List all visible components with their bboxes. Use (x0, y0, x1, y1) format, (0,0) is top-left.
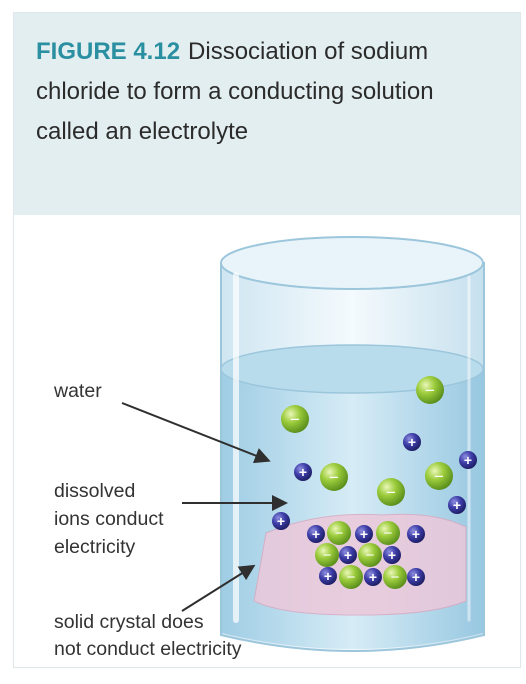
chloride-ion: − (383, 565, 407, 589)
svg-text:−: − (434, 467, 444, 486)
beaker-rim (220, 236, 484, 290)
svg-text:+: + (312, 526, 320, 542)
sodium-ion: + (407, 568, 425, 586)
sodium-ion: + (294, 463, 312, 481)
svg-text:−: − (329, 468, 339, 487)
svg-text:−: − (366, 547, 375, 564)
sodium-ion: + (339, 546, 357, 564)
ions-label-line1: dissolved (54, 480, 136, 502)
sodium-ion: + (448, 496, 466, 514)
crystal-label-line2: not conduct electricity (54, 638, 242, 660)
beaker-illustration: − − − − − + + + + + + − + − + − + − + + … (121, 236, 485, 652)
sodium-ion: + (403, 433, 421, 451)
svg-text:−: − (384, 525, 393, 542)
svg-text:+: + (369, 569, 377, 585)
svg-text:−: − (386, 483, 396, 502)
chloride-ion: − (416, 376, 444, 404)
sodium-ion: + (272, 512, 290, 530)
svg-text:+: + (388, 547, 396, 563)
svg-text:+: + (360, 526, 368, 542)
svg-text:+: + (412, 526, 420, 542)
svg-text:−: − (290, 410, 300, 429)
svg-text:+: + (277, 513, 285, 529)
crystal-label-line1: solid crystal does (54, 611, 204, 633)
sodium-ion: + (307, 525, 325, 543)
svg-text:+: + (464, 452, 472, 468)
sodium-ion: + (364, 568, 382, 586)
chloride-ion: − (315, 543, 339, 567)
figure-caption-text: Dissociation of sodium chloride to form … (36, 38, 434, 145)
ions-label-line2: ions conduct (54, 508, 164, 530)
sodium-ion: + (319, 567, 337, 585)
chloride-ion: − (339, 565, 363, 589)
svg-text:+: + (453, 497, 461, 513)
sodium-ion: + (407, 525, 425, 543)
ions-label-line3: electricity (54, 536, 136, 558)
water-arrow (121, 402, 271, 464)
figure-number: FIGURE 4.12 (36, 38, 181, 65)
svg-text:+: + (408, 434, 416, 450)
svg-text:+: + (299, 464, 307, 480)
svg-text:+: + (344, 547, 352, 563)
svg-text:−: − (335, 525, 344, 542)
chloride-ion: − (358, 543, 382, 567)
svg-text:+: + (412, 569, 420, 585)
svg-text:+: + (324, 568, 332, 584)
svg-text:−: − (425, 381, 435, 400)
crystal-lattice: + − + − + − + − + + − + − + (307, 521, 425, 589)
svg-text:−: − (323, 547, 332, 564)
sodium-ion: + (383, 546, 401, 564)
water-surface (220, 344, 484, 394)
chloride-ion: − (425, 462, 453, 490)
svg-text:−: − (347, 569, 356, 586)
chloride-ion: − (376, 521, 400, 545)
chloride-ion: − (327, 521, 351, 545)
sodium-ion: + (459, 451, 477, 469)
chloride-ion: − (281, 405, 309, 433)
svg-text:−: − (391, 569, 400, 586)
dissolved-ions: − − − − − + + + + + (272, 376, 477, 530)
water-label: water (54, 380, 102, 402)
chloride-ion: − (320, 463, 348, 491)
chloride-ion: − (377, 478, 405, 506)
crystal-arrow (181, 564, 256, 612)
sodium-ion: + (355, 525, 373, 543)
